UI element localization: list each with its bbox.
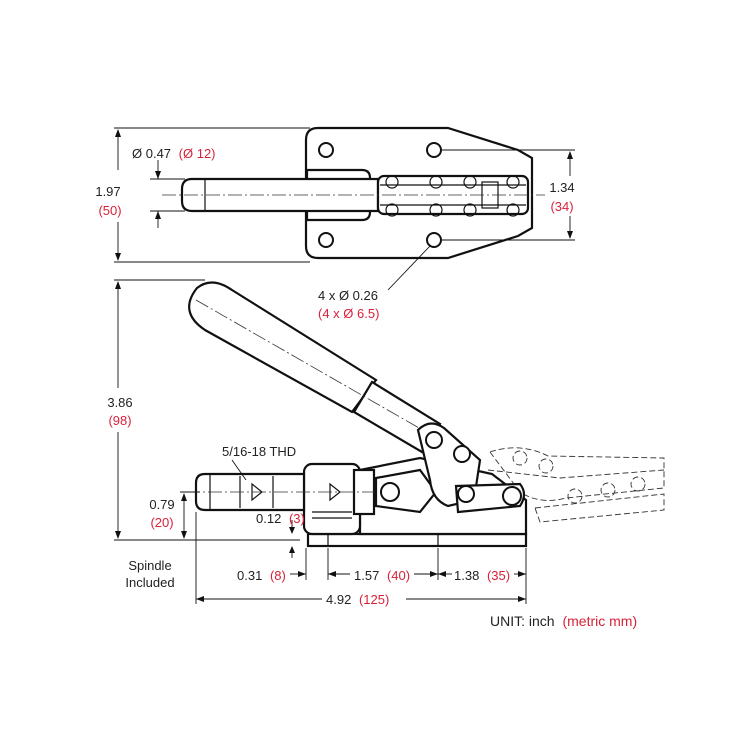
pin-icon bbox=[385, 203, 399, 217]
arrow-down-icon bbox=[567, 231, 573, 239]
svg-text:1.57 (40): 1.57 (40) bbox=[354, 568, 410, 583]
top-view bbox=[114, 126, 575, 291]
arrow-up-icon bbox=[181, 493, 187, 501]
leader-line bbox=[387, 245, 431, 291]
arrow-up-icon bbox=[155, 211, 161, 219]
width-mm: (50) bbox=[98, 203, 121, 218]
arrow-down-icon bbox=[289, 527, 295, 534]
offset-inch: 0.31 bbox=[237, 568, 262, 583]
pin-icon bbox=[506, 203, 520, 217]
phantom-pin bbox=[600, 482, 616, 498]
arrow-left-icon bbox=[438, 571, 446, 577]
arrow-right-icon bbox=[518, 596, 526, 602]
phantom-pin bbox=[567, 488, 583, 504]
svg-text:0.12 (3): 0.12 (3) bbox=[256, 511, 305, 526]
spindle-height-mm: (20) bbox=[150, 515, 173, 530]
hole-pitch-b-inch: 1.38 bbox=[454, 568, 479, 583]
labels: Ø 0.47 (Ø 12) 1.97 (50) 1.34 (34) 4 x Ø … bbox=[95, 146, 637, 629]
mount-hole bbox=[426, 142, 442, 158]
phantom-pin bbox=[538, 458, 554, 474]
arrow-down-icon bbox=[115, 253, 121, 261]
hole-pitch-a-inch: 1.57 bbox=[354, 568, 379, 583]
base-thickness-mm: (3) bbox=[289, 511, 305, 526]
mount-holes-mm: (4 x Ø 6.5) bbox=[318, 306, 379, 321]
pin-icon bbox=[463, 203, 477, 217]
arrow-right-icon bbox=[430, 571, 438, 577]
spindle-dia-inch: Ø 0.47 bbox=[132, 146, 171, 161]
svg-text:0.31 (8): 0.31 (8) bbox=[237, 568, 286, 583]
side-view bbox=[114, 279, 665, 604]
unit-label: UNIT: inch bbox=[490, 613, 555, 629]
hole-pitch-a-mm: (40) bbox=[387, 568, 410, 583]
svg-text:Ø 0.47 (Ø 12): Ø 0.47 (Ø 12) bbox=[132, 146, 216, 161]
arrow-down-icon bbox=[181, 531, 187, 539]
phantom-plate bbox=[534, 493, 665, 523]
svg-text:4.92 (125): 4.92 (125) bbox=[326, 592, 389, 607]
height-inch: 3.86 bbox=[107, 395, 132, 410]
svg-text:1.38 (35): 1.38 (35) bbox=[454, 568, 510, 583]
mount-hole bbox=[318, 142, 334, 158]
mount-hole bbox=[318, 232, 334, 248]
arrow-up-icon bbox=[567, 151, 573, 159]
spindle-note-line1: Spindle bbox=[128, 558, 171, 573]
pin-icon bbox=[502, 486, 522, 506]
height-mm: (98) bbox=[108, 413, 131, 428]
pin-icon bbox=[429, 203, 443, 217]
phantom-link bbox=[487, 469, 665, 479]
pin-icon bbox=[425, 431, 443, 449]
thread-label: 5/16-18 THD bbox=[222, 444, 296, 459]
base-thickness-inch: 0.12 bbox=[256, 511, 281, 526]
phantom-pin bbox=[630, 476, 646, 492]
arrow-right-icon bbox=[298, 571, 306, 577]
hole-pitch-b-mm: (35) bbox=[487, 568, 510, 583]
spindle-note-line2: Included bbox=[125, 575, 174, 590]
arrow-down-icon bbox=[155, 171, 161, 179]
pin-icon bbox=[463, 175, 477, 189]
unit-metric: (metric mm) bbox=[562, 613, 637, 629]
pin-icon bbox=[380, 482, 400, 502]
pin-icon bbox=[453, 445, 471, 463]
side-base-plate bbox=[306, 532, 528, 548]
pin-icon bbox=[429, 175, 443, 189]
handle-centerline bbox=[195, 299, 441, 441]
arrow-left-icon bbox=[196, 596, 204, 602]
spindle-height-inch: 0.79 bbox=[149, 497, 174, 512]
svg-text:UNIT: inch (metric mm): UNIT: inch (metric mm) bbox=[490, 613, 637, 629]
arrow-down-icon bbox=[115, 531, 121, 539]
leader-line bbox=[231, 459, 247, 481]
mount-holes-inch: 4 x Ø 0.26 bbox=[318, 288, 378, 303]
overall-length-inch: 4.92 bbox=[326, 592, 351, 607]
arrow-up-icon bbox=[115, 129, 121, 137]
side-spindle bbox=[194, 472, 306, 512]
hole-spacing-mm: (34) bbox=[550, 199, 573, 214]
pin-icon bbox=[506, 175, 520, 189]
mount-hole bbox=[426, 232, 442, 248]
phantom-arm bbox=[489, 447, 665, 501]
offset-mm: (8) bbox=[270, 568, 286, 583]
hole-spacing-inch: 1.34 bbox=[549, 180, 574, 195]
arrow-right-icon bbox=[518, 571, 526, 577]
pin-icon bbox=[385, 175, 399, 189]
pin-icon bbox=[457, 485, 475, 503]
arrow-up-icon bbox=[289, 546, 295, 553]
overall-length-mm: (125) bbox=[359, 592, 389, 607]
phantom-pin bbox=[512, 450, 528, 466]
spindle-dia-mm: (Ø 12) bbox=[179, 146, 216, 161]
width-inch: 1.97 bbox=[95, 184, 120, 199]
arrow-up-icon bbox=[115, 281, 121, 289]
